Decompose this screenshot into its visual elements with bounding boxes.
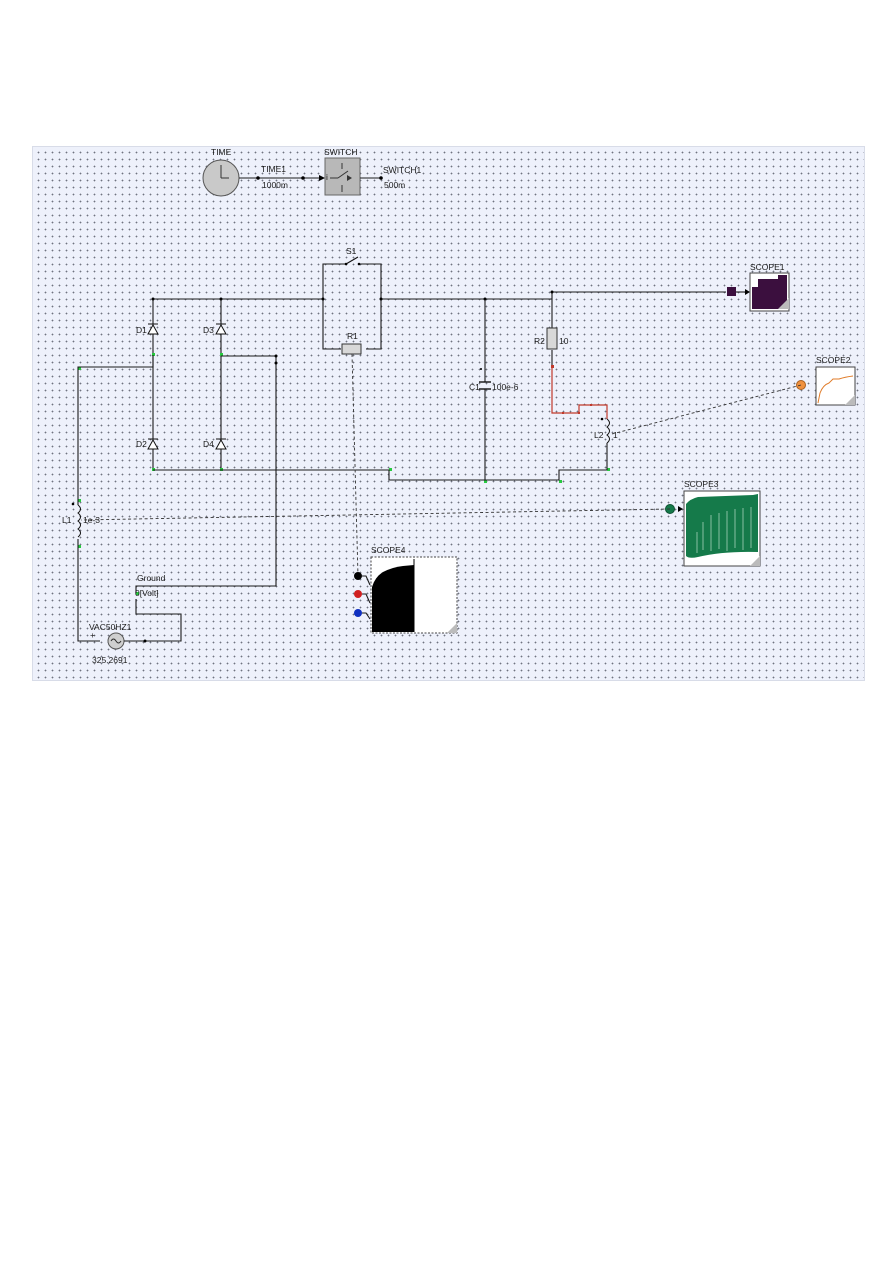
switch-out-label: SWITCH1: [383, 165, 422, 175]
l2-value: 1: [613, 430, 618, 440]
r2-value: 10: [559, 336, 569, 346]
ground-value: 0[Volt]: [135, 588, 159, 598]
l2-label: L2: [594, 430, 604, 440]
schematic-canvas[interactable]: TIME TIME1 1000m SWITCH i SWITCH1 500m S…: [32, 146, 865, 681]
c1-value: 100e-6: [492, 382, 519, 392]
switch-out-value: 500m: [384, 180, 405, 190]
svg-text:i: i: [326, 172, 328, 182]
svg-text:+: +: [90, 630, 95, 640]
diode-d1[interactable]: D1: [136, 323, 159, 335]
scope1-probe[interactable]: [727, 287, 736, 296]
d1-label: D1: [136, 325, 147, 335]
d3-label: D3: [203, 325, 214, 335]
switch-s1[interactable]: S1: [344, 246, 361, 266]
scope4-probe-red[interactable]: [354, 590, 362, 598]
scope2[interactable]: SCOPE2: [815, 355, 856, 406]
s1-label: S1: [346, 246, 357, 256]
scope1-label: SCOPE1: [750, 262, 785, 272]
d4-label: D4: [203, 439, 214, 449]
ground-label: Ground: [137, 573, 166, 583]
scope4[interactable]: SCOPE4: [370, 545, 458, 634]
diode-d4[interactable]: D4: [203, 438, 227, 450]
inductor-l2[interactable]: L2 1: [594, 417, 618, 444]
time-block[interactable]: TIME: [202, 147, 240, 197]
scope4-probe-blue[interactable]: [354, 609, 362, 617]
r2-label: R2: [534, 336, 545, 346]
resistor-r1[interactable]: R1: [341, 331, 362, 355]
scope1[interactable]: SCOPE1: [749, 262, 790, 312]
c1-label: C1: [469, 382, 480, 392]
schematic-svg: TIME TIME1 1000m SWITCH i SWITCH1 500m S…: [62, 147, 856, 665]
scope4-label: SCOPE4: [371, 545, 406, 555]
time-block-title: TIME: [211, 147, 232, 157]
capacitor-c1[interactable]: C1 100e-6: [469, 368, 519, 392]
source-label: VAC50HZ1: [89, 622, 132, 632]
diode-d3[interactable]: D3: [203, 323, 227, 335]
scope2-label: SCOPE2: [816, 355, 851, 365]
scope4-probe-black[interactable]: [354, 572, 362, 580]
switch-block[interactable]: SWITCH i: [324, 147, 361, 196]
ac-source-vac50hz1[interactable]: VAC50HZ1 + 325.2691: [89, 622, 132, 665]
d2-label: D2: [136, 439, 147, 449]
ground[interactable]: Ground 0[Volt]: [135, 573, 166, 598]
diode-d2[interactable]: D2: [136, 438, 159, 450]
time-out-value: 1000m: [262, 180, 288, 190]
switch-block-title: SWITCH: [324, 147, 358, 157]
source-value: 325.2691: [92, 655, 128, 665]
time-out-label: TIME1: [261, 164, 286, 174]
r1-label: R1: [347, 331, 358, 341]
scope3[interactable]: SCOPE3: [683, 479, 761, 567]
resistor-r2[interactable]: R2 10: [534, 327, 569, 350]
scope3-label: SCOPE3: [684, 479, 719, 489]
l1-label: L1: [62, 515, 72, 525]
